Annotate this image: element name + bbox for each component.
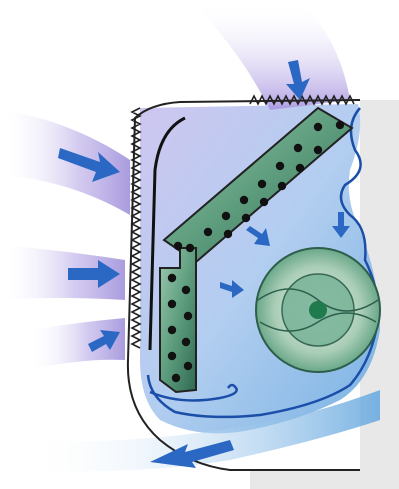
lower-filter-panel (159, 247, 197, 394)
housing-wall-curl (149, 383, 238, 402)
filter-dot (171, 373, 181, 383)
filter-dot (257, 179, 267, 189)
filter-dot (259, 197, 269, 207)
airflow-intake-middle-left (0, 245, 125, 300)
filter-dot (181, 285, 191, 295)
filter-dot (275, 161, 285, 171)
filter-dot (167, 299, 177, 309)
filter-dot (335, 120, 345, 130)
filter-dot (223, 229, 233, 239)
cabinet-outline (126, 99, 361, 471)
filter-dot (203, 227, 213, 237)
intake-grille (130, 107, 142, 349)
airflow-outlet-bottom (20, 390, 380, 472)
filter-dot (293, 143, 303, 153)
arrow-intake-middle-left (68, 260, 120, 288)
filter-dots (167, 120, 345, 383)
filter-dot (167, 325, 177, 335)
arrow-intake-top (286, 60, 310, 100)
blower-fan (255, 247, 381, 373)
filter-dot (167, 351, 177, 361)
arrow-intake-upper-left (58, 148, 120, 182)
filter-dot (295, 163, 305, 173)
filter-dot (313, 122, 323, 132)
filter-dot (239, 195, 249, 205)
filter-dot (181, 337, 191, 347)
filter-dot (173, 241, 183, 251)
filter-dot (221, 211, 231, 221)
arrow-internal-fan (220, 280, 244, 298)
arrow-internal-right (332, 212, 350, 238)
airflow-intake-upper-left (0, 110, 130, 215)
filter-dot (241, 213, 251, 223)
top-vent (249, 94, 355, 106)
arrow-internal-upper (246, 226, 270, 246)
filter-dot (313, 145, 323, 155)
arrow-intake-lower-left (88, 330, 120, 352)
filter-dot (183, 311, 193, 321)
arrow-outlet-bottom (150, 440, 234, 468)
filter-dot (277, 181, 287, 191)
inner-divider (148, 116, 186, 351)
filter-dot (185, 243, 195, 253)
housing-body (250, 100, 399, 489)
filter-dot (183, 361, 193, 371)
airflow-intake-top (190, 0, 350, 110)
filter-dot (167, 273, 177, 283)
